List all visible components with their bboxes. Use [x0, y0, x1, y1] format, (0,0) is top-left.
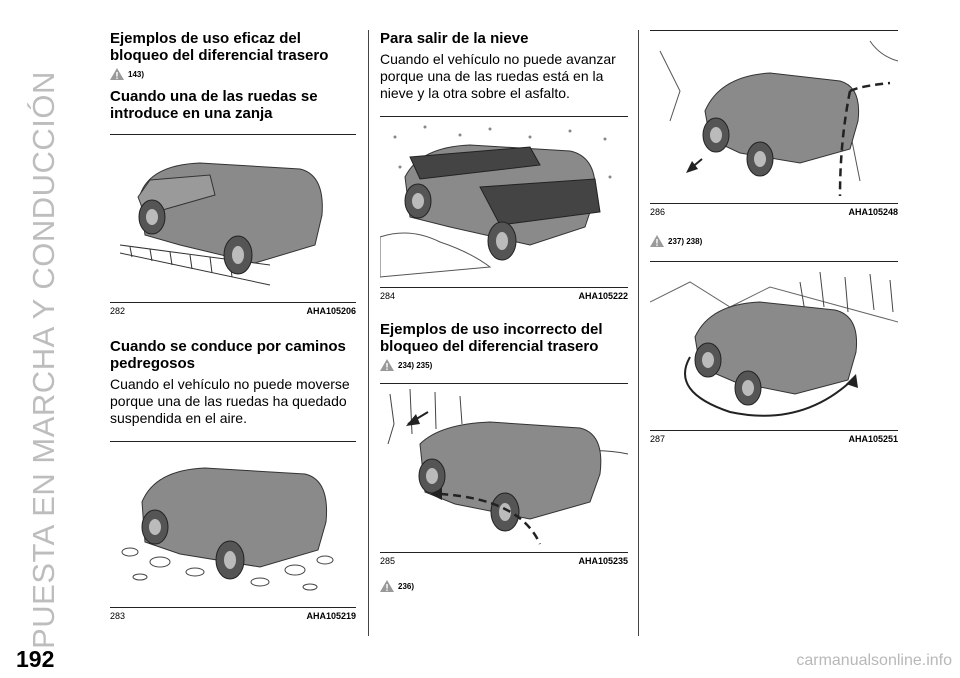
figure-283: [110, 441, 356, 608]
caption-282: 282 AHA105206: [110, 306, 356, 316]
heading-effective-use: Ejemplos de uso eficaz del bloqueo del d…: [110, 30, 329, 64]
caption-283: 283 AHA105219: [110, 611, 356, 621]
warning-ref-143: 143): [110, 66, 356, 82]
column-divider: [638, 30, 639, 636]
truck-mountain-illustration: [650, 271, 898, 417]
heading-ditch: Cuando una de las ruedas se introduce en…: [110, 88, 318, 122]
heading-incorrect-use: Ejemplos de uso incorrecto del bloqueo d…: [380, 321, 603, 355]
figure-284: [380, 116, 628, 288]
text-snow: Cuando el vehículo no puede avanzar porq…: [380, 51, 616, 101]
truck-rocks-illustration: [121, 467, 334, 591]
figure-285: [380, 383, 628, 553]
column-2: Para salir de la nieve Cuando el vehícul…: [380, 30, 628, 594]
column-divider: [368, 30, 369, 636]
heading-rocky-roads: Cuando se conduce por caminos pedregosos: [110, 338, 346, 372]
truck-ditch-illustration: [119, 162, 323, 286]
truck-turn-illustration: [659, 40, 898, 197]
warning-icon: [650, 235, 664, 247]
figure-286: [650, 30, 898, 204]
warning-ref-237-238: 237) 238): [650, 233, 898, 249]
caption-284: 284 AHA105222: [380, 291, 628, 301]
warning-ref-234-235: 234) 235): [380, 357, 628, 373]
heading-snow: Para salir de la nieve: [380, 30, 529, 47]
text-rocky-roads: Cuando el vehículo no puede moverse porq…: [110, 376, 350, 426]
warning-icon: [380, 359, 394, 371]
truck-curve-illustration: [387, 388, 628, 545]
figure-287: [650, 261, 898, 431]
caption-286: 286 AHA105248: [650, 207, 898, 217]
column-1: Ejemplos de uso eficaz del bloqueo del d…: [110, 30, 356, 623]
footer-watermark: carmanualsonline.info: [796, 652, 952, 669]
warning-icon: [110, 68, 124, 80]
page-number: 192: [16, 646, 55, 672]
caption-285: 285 AHA105235: [380, 556, 628, 566]
warning-ref-236: 236): [380, 578, 628, 594]
column-3: 286 AHA105248 237) 238) 287 AHA105251: [650, 30, 898, 446]
warning-icon: [380, 580, 394, 592]
figure-282: [110, 134, 356, 303]
caption-287: 287 AHA105251: [650, 434, 898, 444]
truck-snow-illustration: [380, 125, 612, 278]
